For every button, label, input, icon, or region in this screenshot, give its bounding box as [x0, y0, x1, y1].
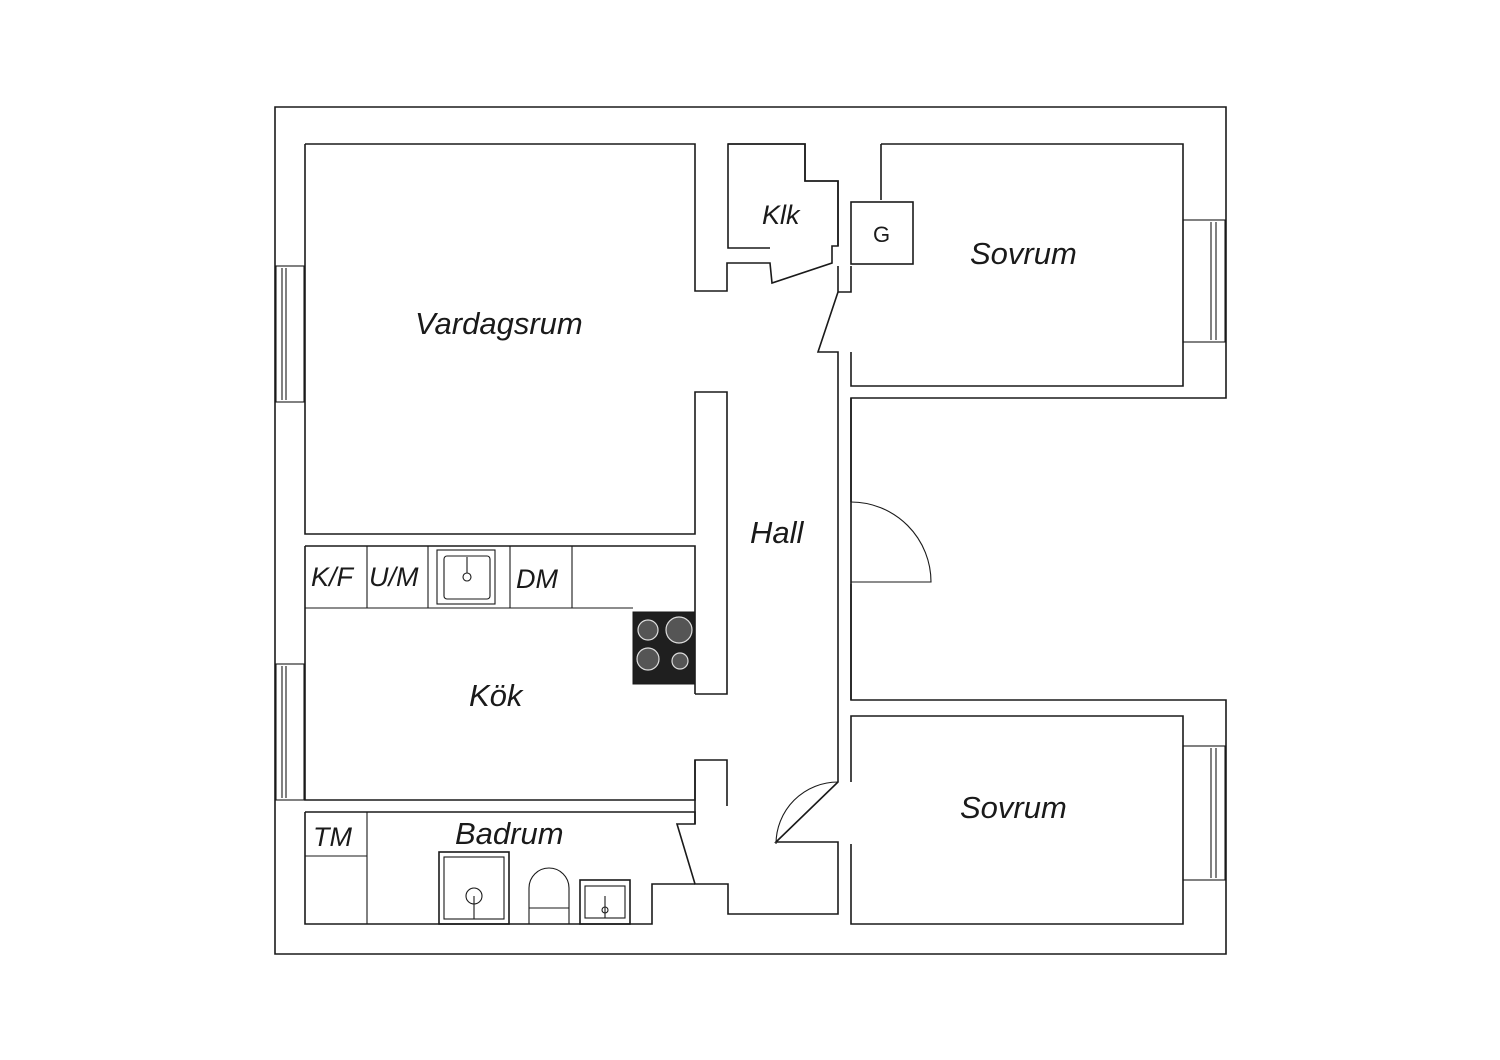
toilet — [528, 867, 570, 924]
fixture-label-washer: TM — [313, 822, 352, 852]
entrance-door — [850, 501, 932, 584]
window-right-top — [1182, 219, 1226, 343]
stove — [632, 611, 696, 685]
room-label-closet: Klk — [762, 200, 801, 230]
hall-wall — [675, 266, 839, 915]
window-left-bottom — [275, 663, 305, 801]
room-label-bedroom-bottom: Sovrum — [960, 790, 1067, 825]
bedroom-top — [850, 143, 1184, 387]
room-label-living: Vardagsrum — [415, 306, 583, 341]
window-left-top — [275, 265, 305, 403]
room-label-kitchen: Kök — [469, 678, 524, 713]
kitchen-sink — [436, 549, 496, 605]
room-label-bathroom: Badrum — [455, 816, 564, 851]
living-room — [305, 143, 839, 292]
wardrobe — [850, 201, 914, 265]
fixture-label-dishwasher: DM — [516, 564, 558, 594]
fixture-label-oven: U/M — [369, 562, 419, 592]
fixture-label-wardrobe: G — [873, 222, 890, 247]
window-right-bottom — [1182, 745, 1226, 881]
bathroom — [304, 811, 696, 925]
bathroom-sink — [579, 879, 631, 925]
shower — [438, 851, 510, 925]
bedroom-bottom — [850, 715, 1184, 925]
fixture-label-fridge: K/F — [311, 562, 355, 592]
room-label-bedroom-top: Sovrum — [970, 236, 1077, 271]
closet — [728, 143, 839, 246]
room-label-hall: Hall — [750, 515, 805, 550]
